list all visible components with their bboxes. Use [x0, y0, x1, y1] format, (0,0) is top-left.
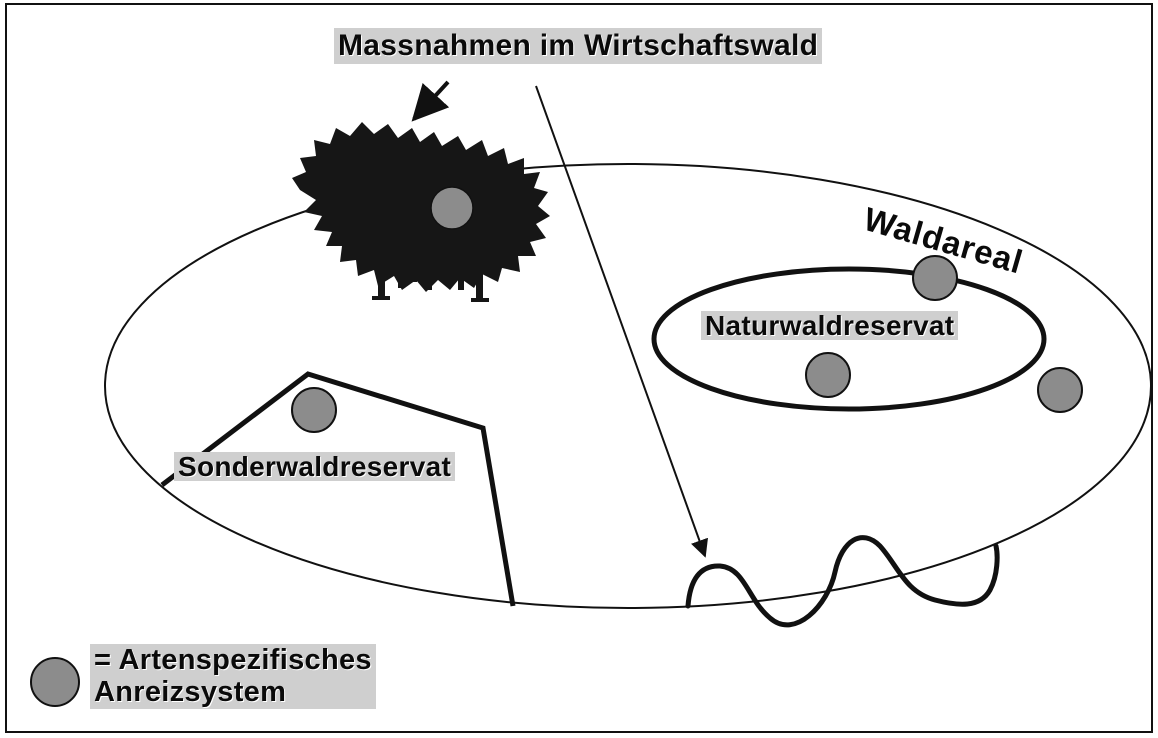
legend-line-2: Anreizsystem [94, 676, 372, 708]
arrow-to-tree [414, 82, 448, 119]
diagram-title: Massnahmen im Wirtschaftswald [334, 28, 822, 64]
wavy-boundary-line [688, 538, 997, 625]
natural-reserve-label: Naturwaldreservat [701, 311, 958, 340]
incentive-circle [806, 353, 850, 397]
tree-icon [292, 122, 550, 302]
diagram-frame [6, 4, 1152, 732]
incentive-circle [1038, 368, 1082, 412]
legend-text: = Artenspezifisches Anreizsystem [90, 644, 376, 709]
arrow-to-wavy-line [536, 86, 705, 556]
legend-symbol-circle [31, 658, 79, 706]
special-reserve-label: Sonderwaldreservat [174, 452, 455, 481]
legend-line-1: = Artenspezifisches [94, 644, 372, 676]
incentive-circle [431, 187, 473, 229]
incentive-circle [292, 388, 336, 432]
